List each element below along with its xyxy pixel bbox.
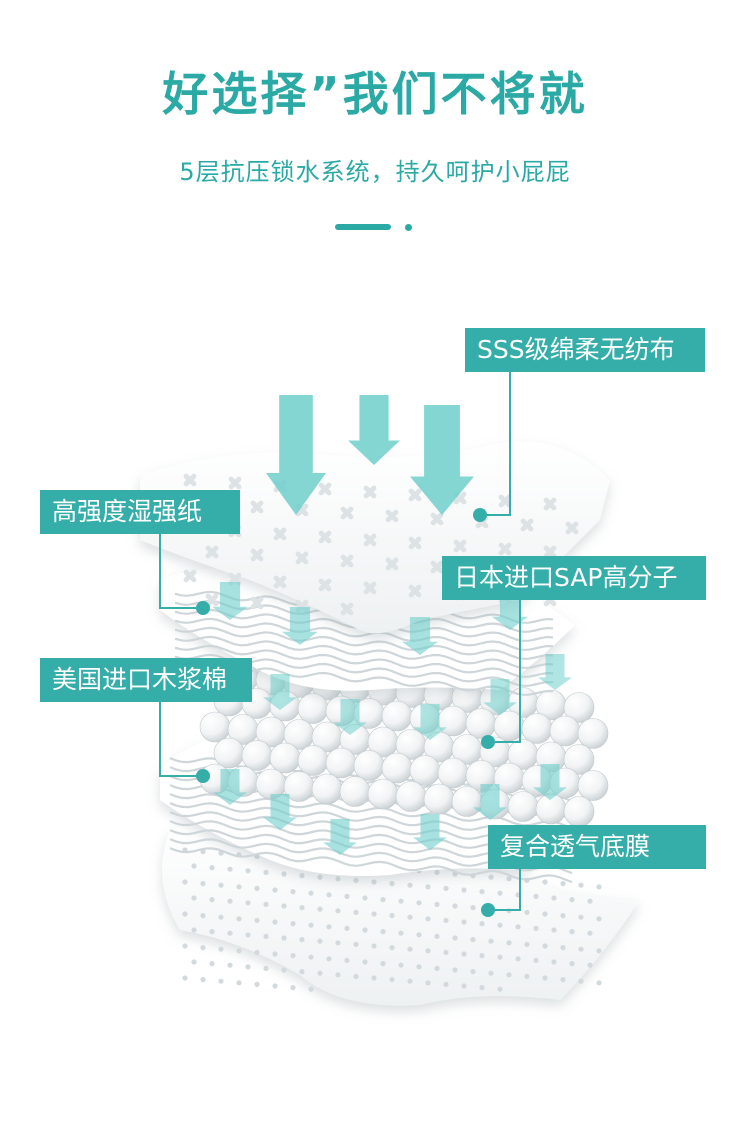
leader-lines: [159, 372, 521, 911]
label-nonwoven: SSS级绵柔无纺布: [465, 328, 705, 372]
leader-dots: [196, 508, 495, 917]
label-sap: 日本进口SAP高分子: [442, 556, 706, 600]
label-wet-strength-paper: 高强度湿强纸: [40, 490, 240, 534]
page-title: 好选择”我们不将就: [162, 67, 588, 121]
divider-dot: [405, 224, 412, 231]
divider-bar: [335, 224, 391, 230]
page-subtitle: 5层抗压锁水系统，持久呵护小屁屁: [179, 158, 571, 186]
flow-arrows: [212, 395, 573, 855]
label-wood-pulp: 美国进口木浆棉: [40, 658, 252, 702]
label-bottom-film: 复合透气底膜: [488, 825, 706, 869]
